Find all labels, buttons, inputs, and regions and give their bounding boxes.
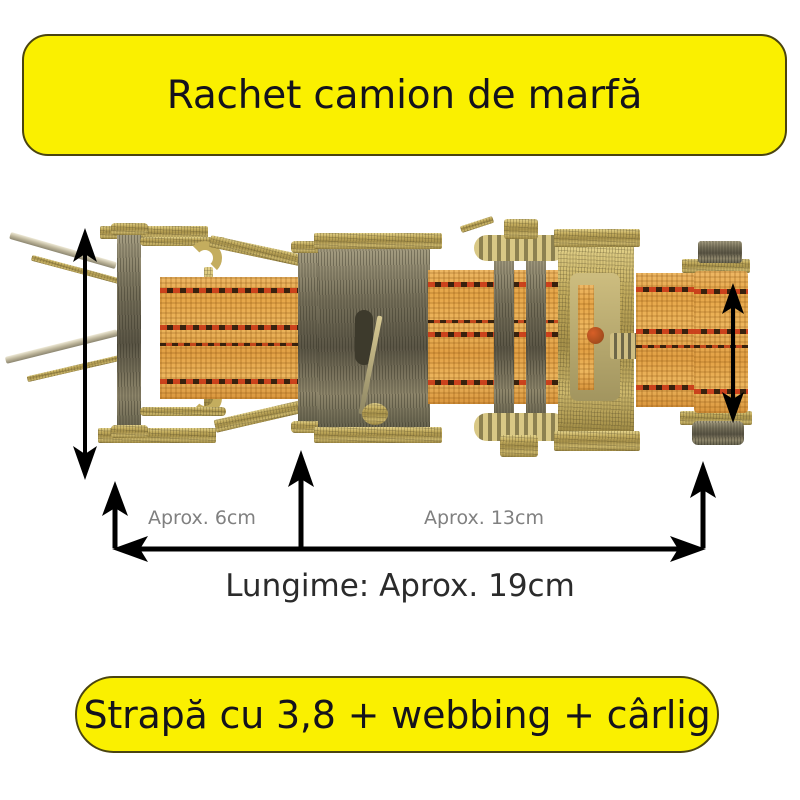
wire-loop-top [140, 237, 226, 246]
hook-wire-upper-inner [30, 254, 125, 286]
footer-banner-title: Strapă cu 3,8 + webbing + cârlig [83, 692, 711, 737]
bracket-rivet [587, 327, 604, 344]
wire-loop-bend-top [188, 241, 222, 275]
webbing-end-roll [694, 271, 748, 413]
dimension-label-total: Lungime: Aprox. 19cm [225, 568, 575, 604]
total-length-arrow [112, 536, 706, 562]
upper-arm-sloped [208, 235, 305, 267]
axle-cap-top [504, 219, 538, 239]
lever-knob [362, 403, 388, 425]
ratchet-drum-pin-right [526, 253, 546, 425]
left-pin-cap-bottom [111, 425, 148, 438]
header-banner: Rachet camion de marfă [22, 34, 787, 156]
wire-loop-bottom [140, 407, 226, 416]
dimension-label-left: Aprox. 6cm [148, 507, 256, 529]
gear-wheel-top [474, 235, 566, 261]
ratchet-body-top-rail [314, 233, 442, 249]
extension-tick-left [102, 481, 128, 548]
left-roller-pin [117, 231, 141, 437]
second-roller-pin [298, 248, 320, 428]
bracket-top-tab [554, 229, 640, 247]
ratchet-body-bottom-rail [314, 427, 442, 443]
webbing-left-segment [160, 277, 306, 399]
dimension-label-right: Aprox. 13cm [424, 507, 544, 529]
left-pin-cap-top [111, 223, 148, 235]
ratchet-body-slot [355, 310, 373, 365]
hook-wire-lower-inner [26, 353, 126, 383]
bracket-window-webbing [578, 285, 594, 390]
extension-tick-right [690, 461, 716, 548]
right-end-cap-top [698, 241, 742, 263]
axle-cap-bottom [500, 435, 538, 457]
right-end-cap-bottom [692, 421, 744, 445]
product-photo [4, 215, 752, 470]
pawl-clip [459, 215, 495, 234]
header-banner-title: Rachet camion de marfă [166, 72, 643, 118]
footer-banner: Strapă cu 3,8 + webbing + cârlig [75, 676, 719, 753]
bracket-bottom-tab [554, 431, 640, 451]
ratchet-drum-pin-left [494, 253, 514, 425]
